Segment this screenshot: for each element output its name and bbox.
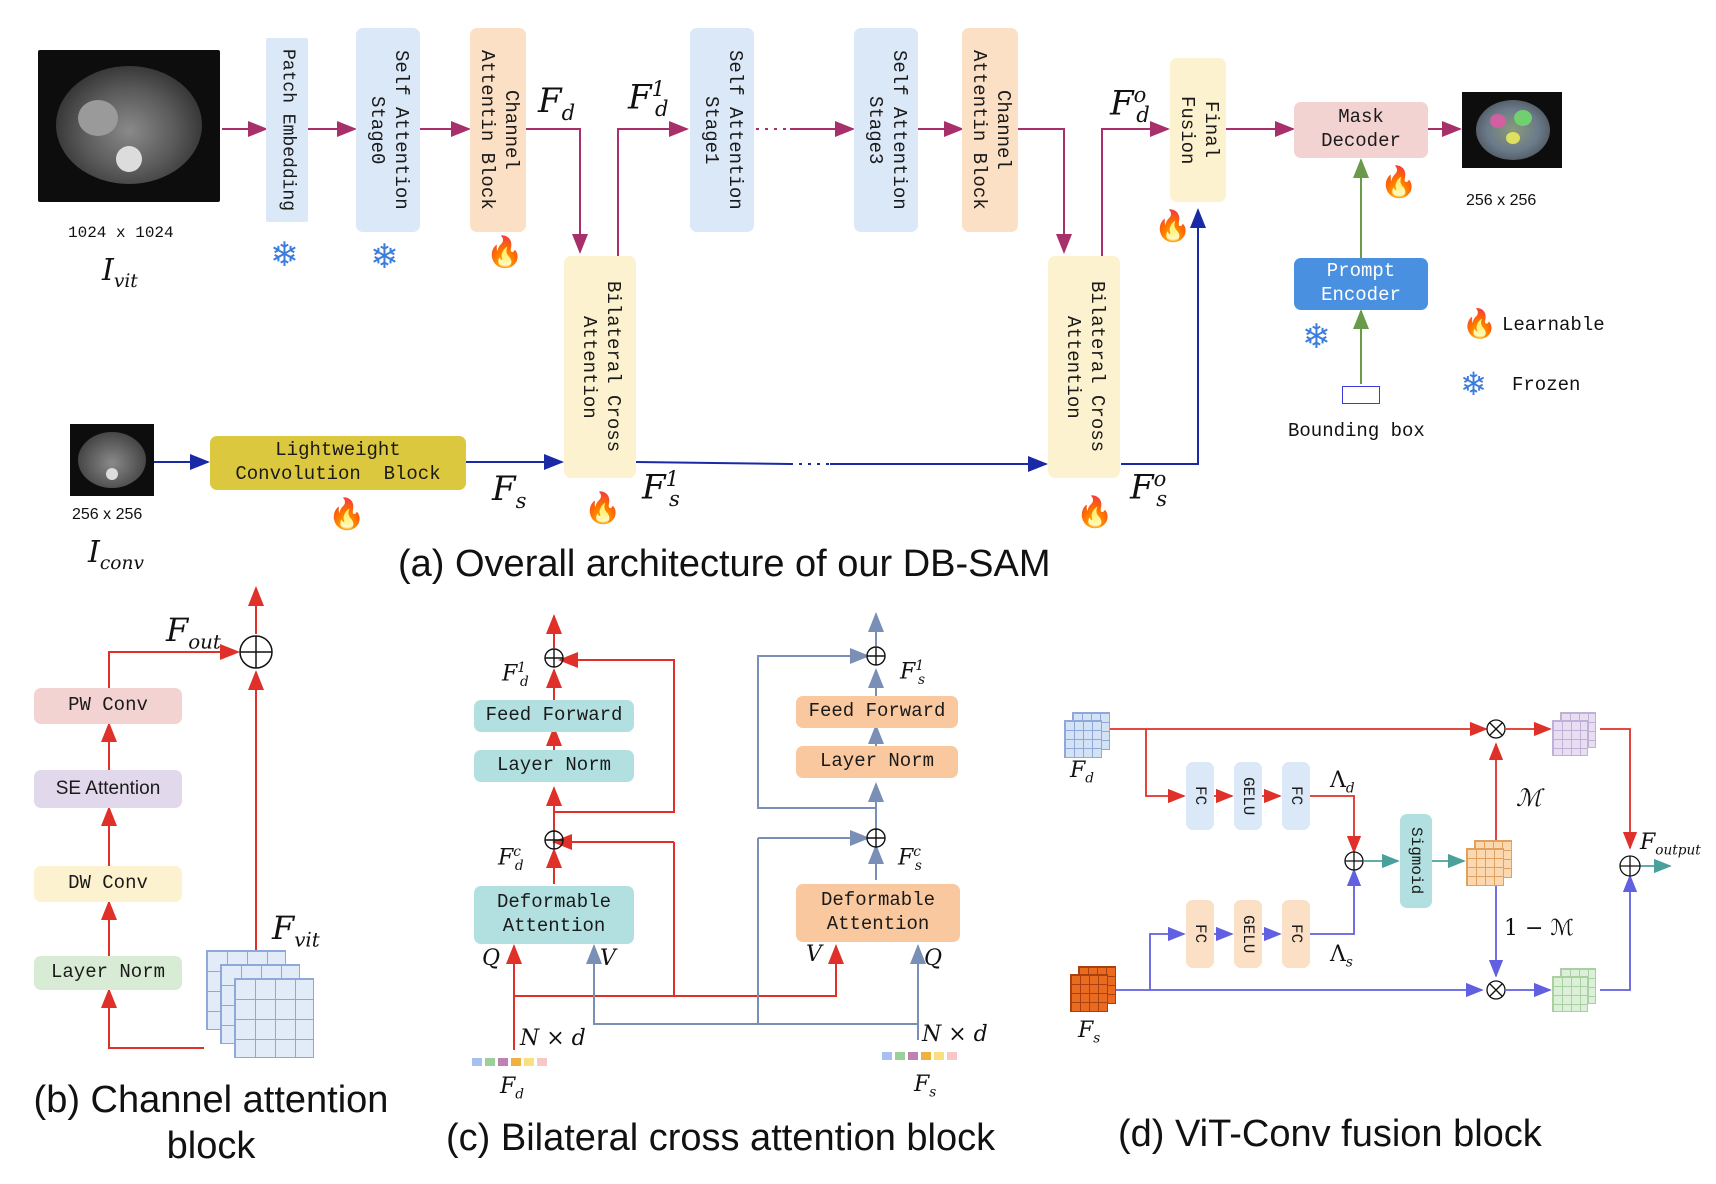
fire-icon: 🔥 [328,497,366,532]
fc-block-s-2: FC [1282,900,1310,968]
segmentation-output-image [1462,92,1562,168]
caption-c: (c) Bilateral cross attention block [446,1117,996,1159]
fire-icon: 🔥 [1380,165,1418,200]
v-left-label: V [600,946,616,971]
se-attention-block: SE Attention [34,770,182,808]
channel-attention-block-1: Channel Attentin Block [470,28,526,232]
bilateral-cross-attention-block-1: Bilateral Cross Attention [564,256,636,478]
lightweight-convolution-block: Lightweight Convolution Block [210,436,466,490]
mask-cube [1466,840,1514,888]
self-attention-stage0-block: Self Attention Stage0 [356,28,420,232]
lambda-s-label: Λs [1330,942,1353,971]
one-minus-m-label: 1 − ℳ [1504,916,1574,941]
caption-d: (d) ViT-Conv fusion block [1118,1113,1542,1155]
fs-label-d: Fs [1078,1018,1101,1047]
snowflake-icon: ❄ [370,237,399,277]
f-output-label: Foutput [1640,830,1701,859]
output-size: 256 x 256 [1466,192,1537,209]
lambda-d-label: Λd [1330,768,1355,797]
input-conv-size: 256 x 256 [72,506,143,523]
layer-norm-block-right: Layer Norm [796,746,958,778]
fso-label: Fos [1130,466,1168,512]
sigmoid-block: Sigmoid [1400,814,1432,908]
input-vit-size: 1024 x 1024 [68,224,174,242]
fire-icon: 🔥 [584,491,622,526]
fire-icon: 🔥 [1154,209,1192,244]
layer-norm-block-b: Layer Norm [34,956,182,990]
deformable-attention-block-left: Deformable Attention [474,886,634,944]
output-cube-top [1552,712,1600,756]
nxd-left-label: N × d [520,1026,586,1051]
legend-snowflake-icon: ❄ [1460,365,1487,403]
gelu-block-s: GELU [1234,900,1262,968]
fd1-label: F1d [628,76,669,122]
ct-scan-vit-image [38,50,220,202]
fs1-label-c: F1s [900,658,925,688]
v-right-label: V [806,942,822,967]
channel-attention-block-2: Channel Attentin Block [962,28,1018,232]
token-strip-right [882,1052,957,1060]
nxd-right-label: N × d [922,1022,988,1047]
q-left-label: Q [482,946,501,971]
fdc-label: Fcd [498,844,524,874]
self-attention-stage1-block: Self Attention Stage1 [690,28,754,232]
feature-cube-fs [1070,966,1118,1014]
fc-block-s-1: FC [1186,900,1214,968]
feature-cube-vit [206,950,314,1058]
prompt-encoder-block: Prompt Encoder [1294,258,1428,310]
mask-decoder-block: Mask Decoder [1294,102,1428,158]
fs-in-label: Fs [914,1072,937,1101]
feed-forward-block-right: Feed Forward [796,696,958,728]
fd-in-label: Fd [500,1074,524,1103]
fc-block-d-1: FC [1186,762,1214,830]
fc-block-d-2: FC [1282,762,1310,830]
fd-label: Fd [538,81,576,125]
dw-conv-block: DW Conv [34,866,182,902]
q-right-label: Q [924,946,943,971]
legend-fire-icon: 🔥 [1462,307,1497,340]
self-attention-stage3-block: Self Attention Stage3 [854,28,918,232]
fdo-label: Fod [1110,82,1150,128]
final-fusion-block: Final Fusion [1170,58,1226,202]
bilateral-cross-attention-block-2: Bilateral Cross Attention [1048,256,1120,478]
patch-embedding-block: Patch Embedding [266,38,308,222]
snowflake-icon: ❄ [270,235,299,275]
caption-b: (b) Channel attention block [33,1079,389,1167]
token-strip-left [472,1058,547,1066]
bounding-box-icon [1342,386,1380,404]
gelu-block-d: GELU [1234,762,1262,830]
f-vit-label: Fvit [272,909,320,952]
snowflake-icon: ❄ [1302,317,1331,357]
feature-cube-fd [1064,712,1110,758]
fd-label-d: Fd [1070,758,1094,787]
caption-a: (a) Overall architecture of our DB-SAM [398,543,1051,585]
bounding-box-label: Bounding box [1288,420,1425,442]
fire-icon: 🔥 [1076,495,1114,530]
layer-norm-block-left: Layer Norm [474,750,634,782]
deformable-attention-block-right: Deformable Attention [796,884,960,942]
input-conv-label: Iconv [88,535,144,574]
f-out-label: Fout [166,611,221,654]
m-label: ℳ [1516,784,1542,812]
output-cube-bottom [1552,968,1600,1012]
fire-icon: 🔥 [486,235,524,270]
fs-label: Fs [492,469,527,513]
ct-scan-conv-image [70,424,154,496]
fs1-label: F1s [642,466,680,512]
feed-forward-block-left: Feed Forward [474,700,634,732]
fsc-label: Fcs [898,844,922,874]
fd1-label-c: F1d [502,660,529,690]
legend-frozen: Frozen [1512,374,1581,396]
input-vit-label: Ivit [102,253,138,292]
legend-learnable: Learnable [1502,314,1605,336]
pw-conv-block: PW Conv [34,688,182,724]
